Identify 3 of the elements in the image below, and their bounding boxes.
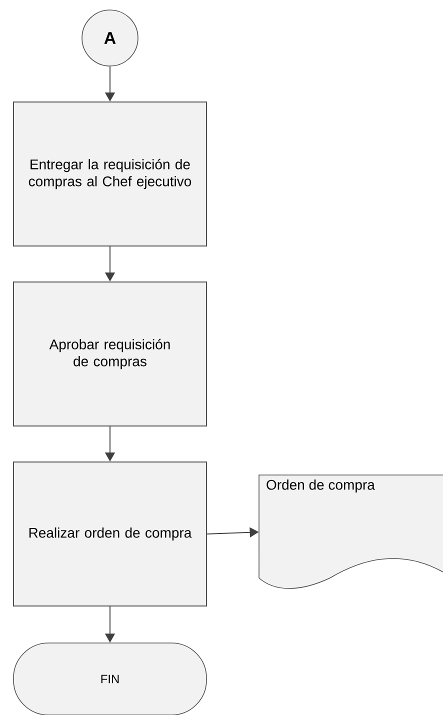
process-box: Realizar orden de compra bbox=[13, 462, 207, 606]
process-box: Aprobar requisición de compras bbox=[13, 282, 207, 426]
process-box: Entregar la requisición de compras al Chef ejecutivo bbox=[13, 102, 207, 246]
